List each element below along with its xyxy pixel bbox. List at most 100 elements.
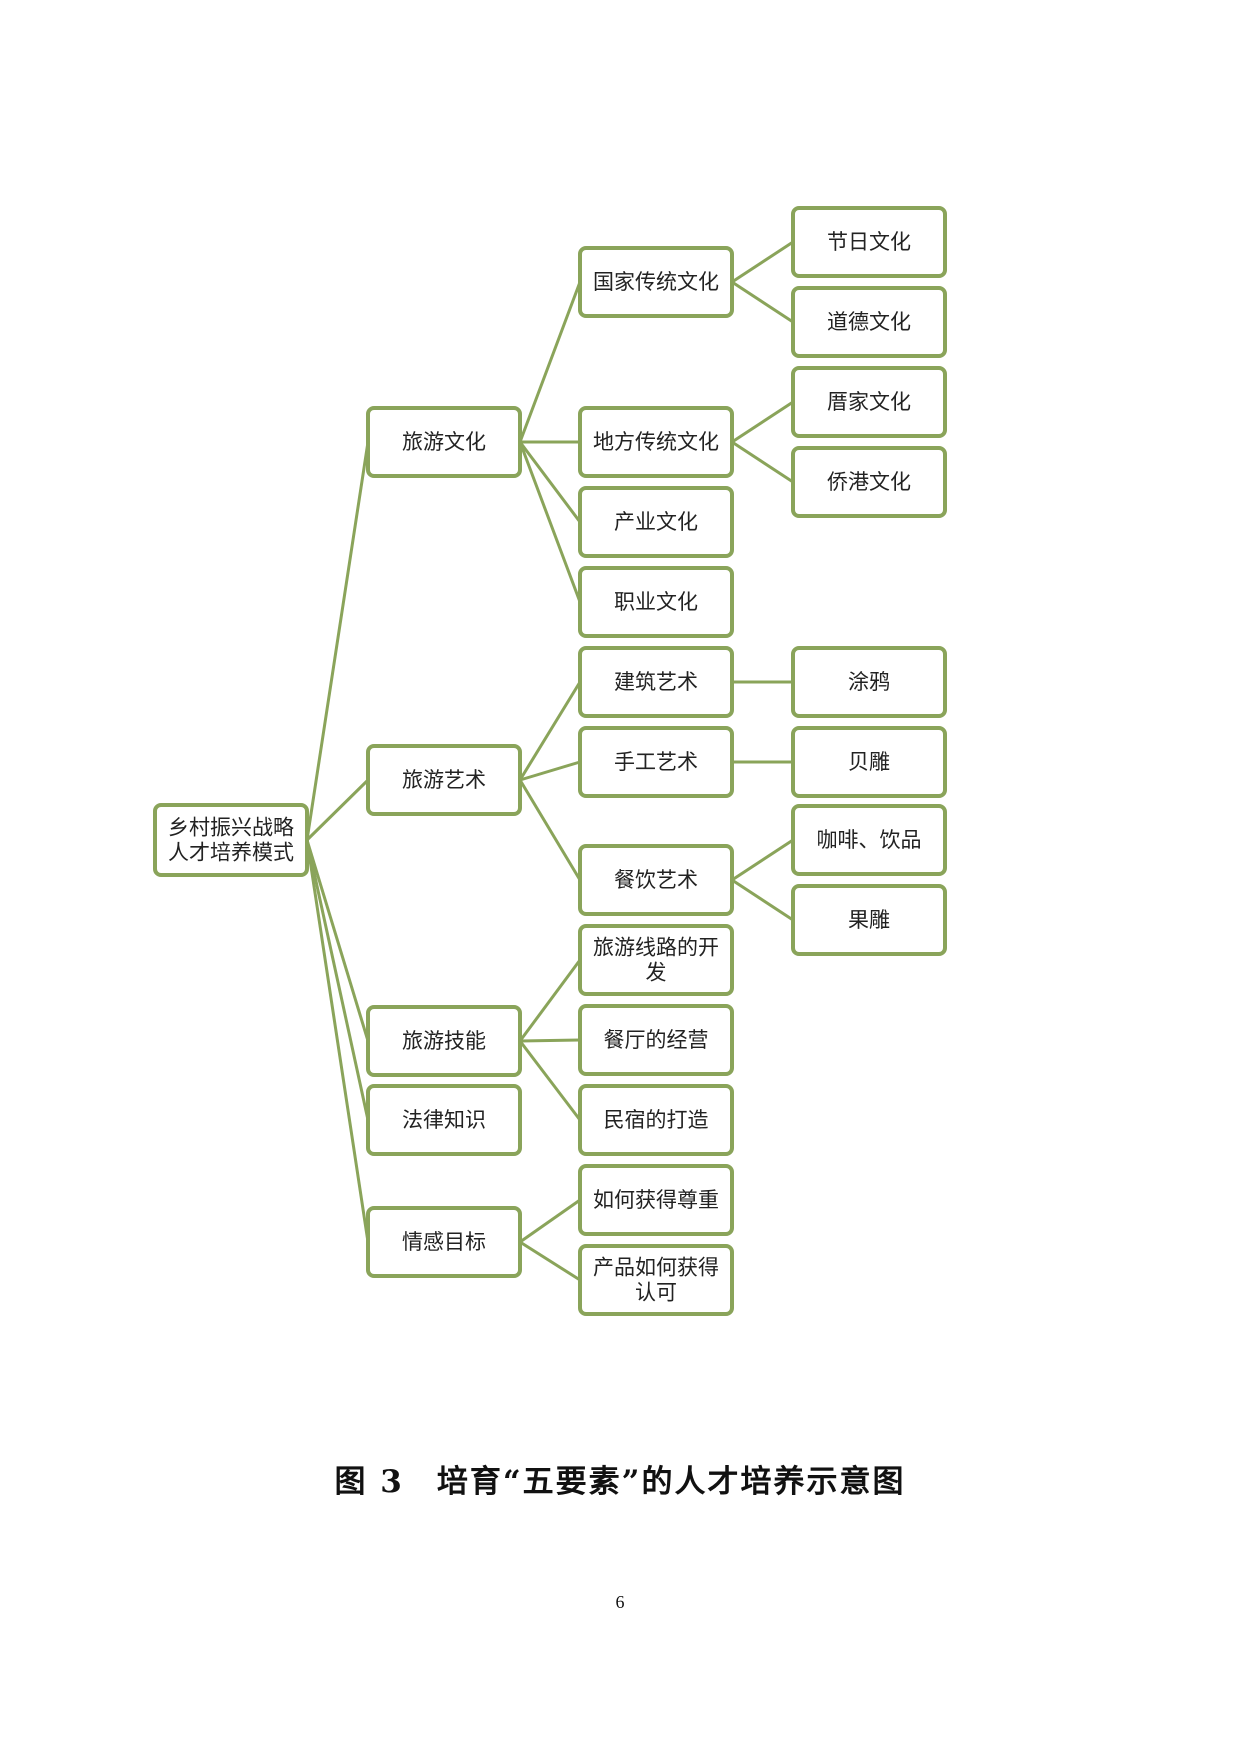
edge-root-b5 bbox=[305, 839, 370, 1243]
edge-root-b2 bbox=[305, 778, 370, 842]
sub-label-c9: 餐厅的经营 bbox=[604, 1028, 709, 1052]
edge-c1-d1 bbox=[731, 240, 794, 284]
sub-label-c12: 产品如何获得认可 bbox=[593, 1256, 719, 1305]
edge-b5-c12 bbox=[519, 1240, 581, 1282]
branch-box-b4 bbox=[366, 1084, 522, 1156]
sub-box-c6 bbox=[578, 726, 734, 798]
edge-c1-d2 bbox=[731, 280, 794, 324]
edge-b2-c7 bbox=[518, 779, 582, 881]
edge-b3-c8 bbox=[518, 959, 582, 1042]
root-node-root: 乡村振兴战略人才培养模式 bbox=[153, 803, 309, 877]
branch-label-b4: 法律知识 bbox=[402, 1108, 486, 1132]
leaf-node-d7: 咖啡、饮品 bbox=[791, 804, 947, 876]
connector-lines bbox=[305, 240, 794, 1282]
edge-root-b4 bbox=[305, 839, 370, 1121]
sub-node-c11: 如何获得尊重 bbox=[578, 1164, 734, 1236]
leaf-box-d6 bbox=[791, 726, 947, 798]
sub-node-c9: 餐厅的经营 bbox=[578, 1004, 734, 1076]
sub-label-c6: 手工艺术 bbox=[614, 750, 698, 774]
sub-node-c1: 国家传统文化 bbox=[578, 246, 734, 318]
sub-box-c8 bbox=[578, 924, 734, 996]
sub-box-c2 bbox=[578, 406, 734, 478]
branch-node-b5: 情感目标 bbox=[366, 1206, 522, 1278]
sub-label-c11: 如何获得尊重 bbox=[593, 1188, 719, 1212]
leaf-label-d3: 厝家文化 bbox=[827, 390, 911, 414]
edge-b3-c9 bbox=[519, 1038, 581, 1043]
branch-label-b3: 旅游技能 bbox=[402, 1029, 486, 1053]
sub-label-c1: 国家传统文化 bbox=[593, 270, 719, 294]
sub-node-c10: 民宿的打造 bbox=[578, 1084, 734, 1156]
root-box-root bbox=[153, 803, 309, 877]
sub-box-c3 bbox=[578, 486, 734, 558]
edge-c2-d4 bbox=[731, 440, 794, 484]
branch-label-b1: 旅游文化 bbox=[402, 430, 486, 454]
edge-c7-d7 bbox=[731, 838, 794, 882]
edge-b3-c10 bbox=[518, 1040, 582, 1121]
sub-label-c2: 地方传统文化 bbox=[593, 430, 719, 454]
branch-label-b5: 情感目标 bbox=[402, 1230, 486, 1254]
sub-box-c7 bbox=[578, 844, 734, 916]
branch-node-b4: 法律知识 bbox=[366, 1084, 522, 1156]
sub-node-c8: 旅游线路的开发 bbox=[578, 924, 734, 996]
edge-b1-c4 bbox=[518, 441, 582, 603]
edge-b2-c6 bbox=[519, 760, 581, 782]
leaf-node-d8: 果雕 bbox=[791, 884, 947, 956]
sub-label-c10: 民宿的打造 bbox=[604, 1108, 709, 1132]
sub-label-c3: 产业文化 bbox=[614, 510, 698, 534]
edge-b1-c3 bbox=[518, 441, 582, 523]
leaf-box-d3 bbox=[791, 366, 947, 438]
edge-c2-d3 bbox=[731, 400, 794, 444]
sub-node-c2: 地方传统文化 bbox=[578, 406, 734, 478]
edge-c7-d8 bbox=[731, 878, 794, 922]
sub-label-c8: 旅游线路的开发 bbox=[593, 936, 719, 985]
sub-box-c11 bbox=[578, 1164, 734, 1236]
branch-box-b1 bbox=[366, 406, 522, 478]
root-label-root: 乡村振兴战略人才培养模式 bbox=[168, 816, 294, 865]
sub-label-c4: 职业文化 bbox=[614, 590, 698, 614]
branch-node-b2: 旅游艺术 bbox=[366, 744, 522, 816]
branch-box-b2 bbox=[366, 744, 522, 816]
leaf-box-d7 bbox=[791, 804, 947, 876]
leaf-box-d4 bbox=[791, 446, 947, 518]
leaf-node-d2: 道德文化 bbox=[791, 286, 947, 358]
leaf-node-d5: 涂鸦 bbox=[791, 646, 947, 718]
sub-box-c12 bbox=[578, 1244, 734, 1316]
leaf-label-d5: 涂鸦 bbox=[848, 670, 890, 694]
page-number: 6 bbox=[615, 1592, 625, 1612]
leaf-label-d2: 道德文化 bbox=[827, 310, 911, 334]
sub-node-c4: 职业文化 bbox=[578, 566, 734, 638]
leaf-node-d6: 贝雕 bbox=[791, 726, 947, 798]
leaf-label-d6: 贝雕 bbox=[848, 750, 890, 774]
leaf-box-d2 bbox=[791, 286, 947, 358]
edge-b1-c1 bbox=[518, 281, 582, 443]
sub-node-c12: 产品如何获得认可 bbox=[578, 1244, 734, 1316]
sub-label-c7: 餐饮艺术 bbox=[614, 868, 698, 892]
branch-box-b3 bbox=[366, 1005, 522, 1077]
sub-node-c5: 建筑艺术 bbox=[578, 646, 734, 718]
leaf-label-d1: 节日文化 bbox=[827, 230, 911, 254]
sub-box-c10 bbox=[578, 1084, 734, 1156]
sub-label-c5: 建筑艺术 bbox=[614, 670, 698, 694]
branch-box-b5 bbox=[366, 1206, 522, 1278]
edge-root-b3 bbox=[305, 839, 370, 1042]
leaf-box-d8 bbox=[791, 884, 947, 956]
sub-node-c6: 手工艺术 bbox=[578, 726, 734, 798]
sub-box-c5 bbox=[578, 646, 734, 718]
sub-node-c7: 餐饮艺术 bbox=[578, 844, 734, 916]
sub-box-c1 bbox=[578, 246, 734, 318]
leaf-label-d4: 侨港文化 bbox=[827, 470, 911, 494]
leaf-node-d1: 节日文化 bbox=[791, 206, 947, 278]
leaf-box-d1 bbox=[791, 206, 947, 278]
sub-node-c3: 产业文化 bbox=[578, 486, 734, 558]
sub-box-c4 bbox=[578, 566, 734, 638]
leaf-label-d8: 果雕 bbox=[848, 908, 890, 932]
edge-root-b1 bbox=[305, 441, 370, 841]
edge-b5-c11 bbox=[519, 1198, 581, 1244]
leaf-node-d4: 侨港文化 bbox=[791, 446, 947, 518]
branch-node-b3: 旅游技能 bbox=[366, 1005, 522, 1077]
branch-label-b2: 旅游艺术 bbox=[402, 768, 486, 792]
leaf-node-d3: 厝家文化 bbox=[791, 366, 947, 438]
branch-node-b1: 旅游文化 bbox=[366, 406, 522, 478]
